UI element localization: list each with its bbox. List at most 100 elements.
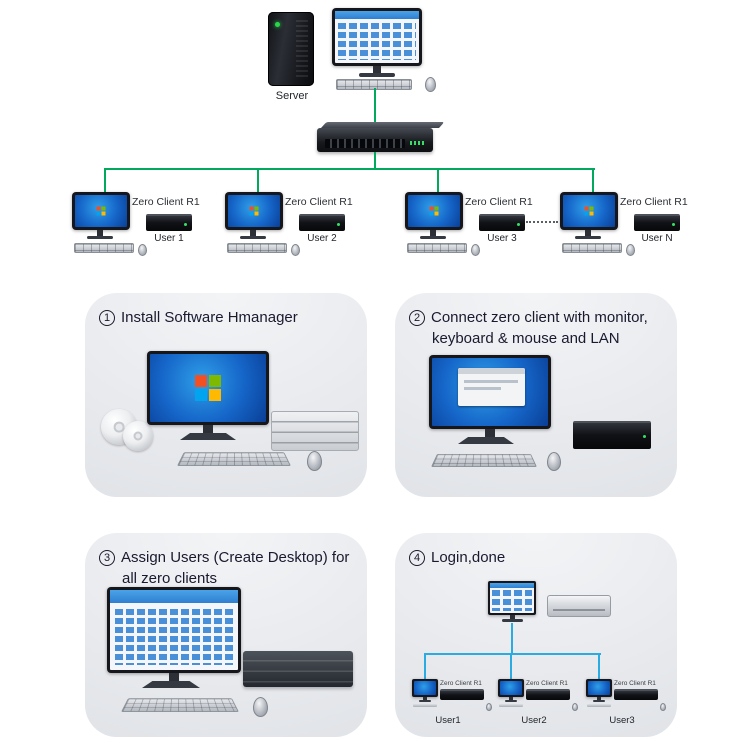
zero-client-box-icon — [299, 214, 345, 231]
monitor-stand — [423, 697, 427, 700]
monitor-stand — [510, 615, 515, 619]
console-tiles — [338, 23, 416, 60]
step-number-badge: 3 — [99, 550, 115, 566]
monitor-base — [359, 73, 395, 77]
management-screen — [110, 590, 238, 670]
windows-logo-icon — [584, 206, 594, 216]
step-title-text: Connect zero client with monitor, keyboa… — [431, 309, 648, 347]
zero-client-label: Zero Client R1 — [614, 680, 656, 687]
client-screen — [408, 195, 460, 227]
switch-ports — [325, 139, 405, 148]
zero-client-label: Zero Client R1 — [465, 196, 533, 208]
step-panel-2: 2 Connect zero client with monitor, keybo… — [395, 293, 677, 497]
windows-logo-icon — [249, 206, 259, 216]
user-label: User 3 — [487, 233, 517, 244]
step-title-text: Login,done — [431, 549, 506, 566]
step-panel-1: 1 Install Software Hmanager — [85, 293, 367, 497]
mouse-icon — [253, 697, 268, 717]
mini-client-station: Zero Client R1 User3 — [586, 679, 672, 729]
switch-leds — [410, 141, 424, 145]
connector-bus-line — [104, 168, 595, 170]
keyboard-icon — [74, 243, 134, 253]
user-label: User2 — [521, 715, 547, 726]
mouse-icon — [471, 244, 480, 256]
user-label: User1 — [435, 715, 461, 726]
connector-drop-line — [257, 168, 259, 192]
step-number-badge: 2 — [409, 310, 425, 326]
monitor-stand — [250, 230, 256, 236]
monitor-base — [419, 700, 431, 702]
cd-disc-icon — [123, 421, 153, 451]
monitor-base — [180, 433, 236, 440]
windows-logo-icon — [195, 375, 221, 401]
zero-client-label: Zero Client R1 — [132, 196, 200, 208]
client-monitor-icon — [498, 679, 524, 697]
client-monitor-icon — [225, 192, 283, 230]
mouse-icon — [138, 244, 147, 256]
keyboard-icon — [587, 704, 611, 707]
monitor-base — [458, 437, 514, 444]
console-tiles — [491, 590, 533, 612]
monitor-stand — [485, 429, 495, 437]
step-title-text: Install Software Hmanager — [121, 309, 298, 326]
client-station: Zero Client R1 User 2 — [219, 190, 355, 270]
desktop-monitor-icon — [147, 351, 269, 425]
mouse-icon — [307, 451, 322, 471]
keyboard-icon — [407, 243, 467, 253]
connector-line — [374, 88, 376, 126]
box-slot — [552, 609, 606, 611]
monitor-base — [420, 236, 446, 239]
connector-drop-line — [424, 653, 426, 679]
client-monitor-icon — [586, 679, 612, 697]
connector-line — [511, 623, 513, 653]
console-tiles — [115, 609, 233, 666]
step-title: 1 Install Software Hmanager — [99, 307, 382, 328]
zero-client-label: Zero Client R1 — [526, 680, 568, 687]
monitor-stand — [597, 697, 601, 700]
keyboard-icon — [413, 704, 437, 707]
client-monitor-icon — [72, 192, 130, 230]
client-monitor-icon — [412, 679, 438, 697]
zero-client-box-icon — [547, 595, 611, 617]
zero-client-box-icon — [634, 214, 680, 231]
server-rack-icon — [243, 651, 353, 687]
monitor-base — [575, 236, 601, 239]
user-label: User N — [641, 233, 673, 244]
keyboard-icon — [227, 243, 287, 253]
step-title: 2 Connect zero client with monitor, keybo… — [409, 307, 684, 349]
keyboard-icon — [499, 704, 523, 707]
server-rack-icon — [271, 411, 359, 451]
keyboard-icon — [562, 243, 622, 253]
zero-client-box-icon — [526, 689, 570, 700]
client-monitor-icon — [405, 192, 463, 230]
monitor-base — [142, 681, 200, 688]
keyboard-icon — [177, 452, 291, 466]
monitor-base — [87, 236, 113, 239]
topology-section: Server Zero Client R1 — [0, 0, 750, 290]
client-station: Zero Client R1 User 1 — [66, 190, 202, 270]
windows-logo-icon — [96, 206, 106, 216]
mini-client-station: Zero Client R1 User2 — [498, 679, 584, 729]
connector-drop-line — [104, 168, 106, 192]
window-content-line — [464, 386, 502, 390]
console-titlebar — [490, 583, 534, 588]
mouse-icon — [547, 452, 561, 471]
client-screen — [563, 195, 615, 227]
keyboard-icon — [121, 698, 239, 712]
network-switch-icon — [317, 128, 433, 152]
monitor-base — [505, 700, 517, 702]
keyboard-icon — [431, 453, 537, 467]
client-station: Zero Client R1 User N — [554, 190, 690, 270]
mouse-icon — [486, 703, 492, 711]
connector-line — [374, 152, 376, 168]
monitor-base — [240, 236, 266, 239]
monitor-stand — [169, 673, 179, 681]
step-number-badge: 1 — [99, 310, 115, 326]
server-monitor-icon — [332, 8, 422, 66]
power-led-icon — [275, 22, 280, 27]
connector-drop-line — [510, 653, 512, 679]
window-content-line — [464, 379, 519, 383]
connector-drop-line — [592, 168, 594, 192]
